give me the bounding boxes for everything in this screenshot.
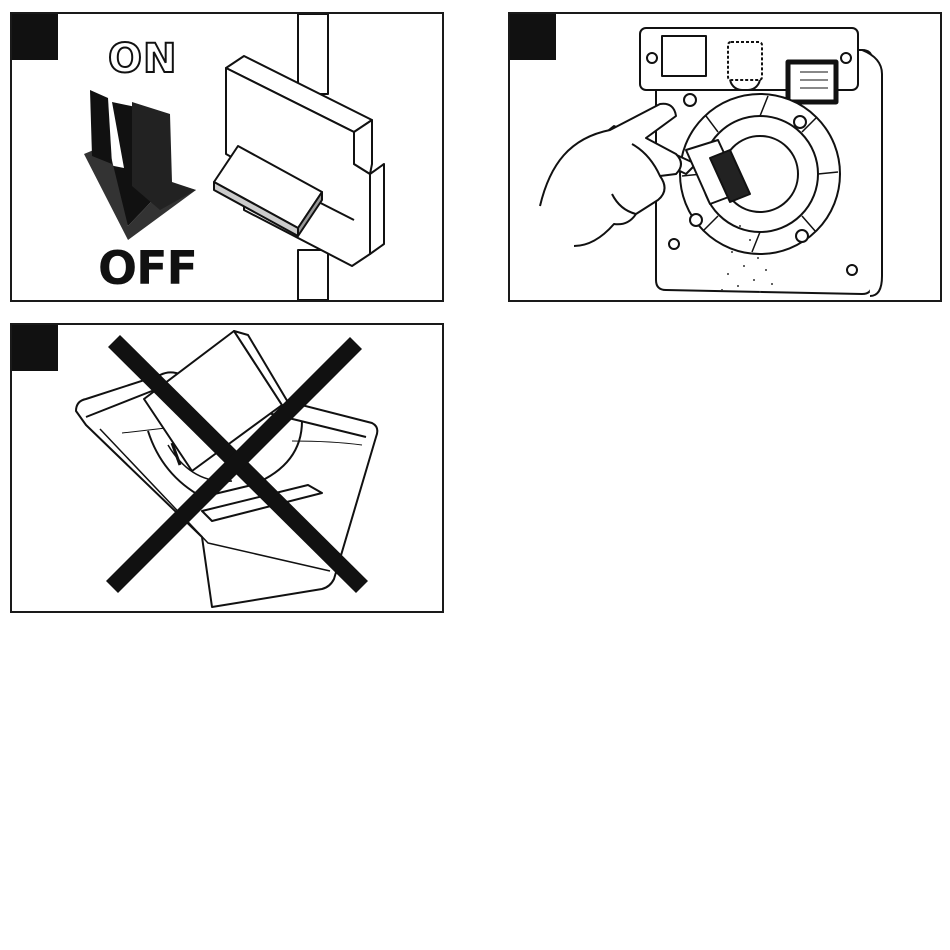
panel-brush-cleaning: [508, 12, 942, 302]
no-water-illustration: [12, 325, 442, 611]
switch-off-illustration: ON OFF: [12, 14, 442, 300]
switch-icon: [214, 14, 384, 300]
panel-no-water-immersion: [10, 323, 444, 613]
label-on: ON: [108, 36, 177, 82]
brush-cleaning-illustration: [510, 14, 940, 300]
panel-switch-off: ON OFF: [10, 12, 444, 302]
label-off: OFF: [98, 241, 197, 295]
arrow-down-icon: [84, 90, 196, 240]
